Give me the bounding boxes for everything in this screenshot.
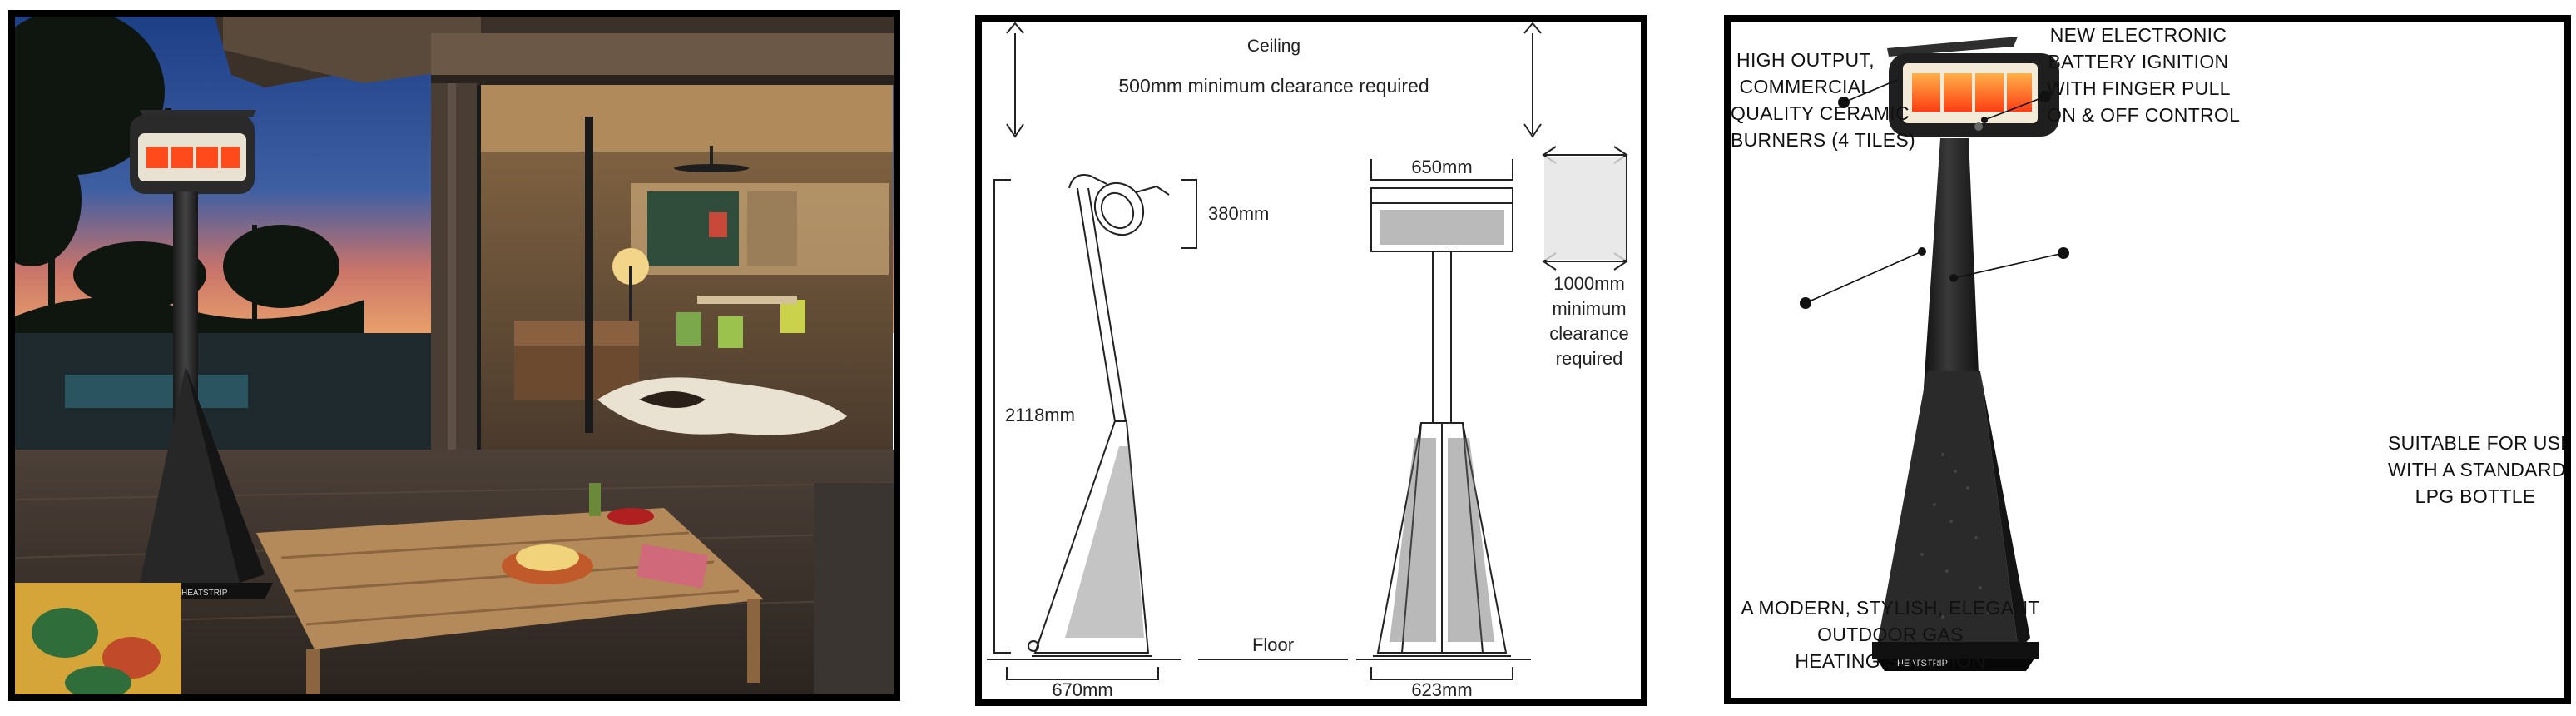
heater-front-view xyxy=(1370,187,1513,657)
heater-glow-tiles xyxy=(146,147,240,168)
callout-leaders xyxy=(1805,79,2064,304)
callout-design: A MODERN, STYLISH, ELEGANT OUTDOOR GAS H… xyxy=(1741,597,2040,672)
callout-ignition: NEW ELECTRONIC BATTERY IGNITION WITH FIN… xyxy=(2047,24,2241,126)
floor-label: Floor xyxy=(1252,634,1294,655)
callout-lpg: SUITABLE FOR USE WITH A STANDARD LPG BOT… xyxy=(2388,432,2571,507)
product-features-panel: HEATSTRIP HIGH OUTPUT, COMMERCIAL QUALIT… xyxy=(1724,15,2571,704)
base-depth-label: 670mm xyxy=(1052,679,1112,699)
side-clearance-value: 1000mm xyxy=(1553,273,1625,294)
dimension-diagram: Ceiling 500mm minimum clearance required… xyxy=(987,22,1629,699)
product-illustration: HEATSTRIP xyxy=(1800,37,2069,671)
product-glow-tiles xyxy=(1912,73,2032,112)
side-perforation xyxy=(1065,446,1144,638)
ceiling-clearance-label: 500mm minimum clearance required xyxy=(1118,75,1429,97)
patio-photo-panel: HEATSTRIP xyxy=(8,10,900,701)
front-grille xyxy=(1380,210,1504,642)
lounge-chair xyxy=(814,483,894,694)
total-height-label: 2118mm xyxy=(1005,405,1075,425)
outdoor-table xyxy=(256,483,764,694)
base-width-label: 623mm xyxy=(1411,679,1472,699)
dimension-diagram-panel: Ceiling 500mm minimum clearance required… xyxy=(975,15,1647,706)
heater-side-view xyxy=(1028,174,1170,657)
cowhide-rug xyxy=(597,377,847,435)
side-clearance-line3: required xyxy=(1556,348,1623,369)
perforation-pattern xyxy=(1912,453,1990,619)
heater-brand-text: HEATSTRIP xyxy=(181,589,228,598)
callout-dots xyxy=(1800,91,2069,309)
side-clearance-line2: clearance xyxy=(1549,323,1628,344)
floral-cushion xyxy=(15,583,181,694)
front-width-label: 650mm xyxy=(1411,157,1472,177)
callout-burners: HIGH OUTPUT, COMMERCIAL QUALITY CERAMIC … xyxy=(1731,49,1915,151)
dining-chairs xyxy=(676,296,805,348)
patio-heater: HEATSTRIP xyxy=(130,108,273,599)
ceiling-fan xyxy=(674,146,749,172)
ceiling-label: Ceiling xyxy=(1247,37,1300,56)
patio-photo-illustration: HEATSTRIP xyxy=(15,17,894,694)
head-height-label: 380mm xyxy=(1208,203,1269,224)
side-clearance-line1: minimum xyxy=(1552,298,1626,319)
product-brand-text: HEATSTRIP xyxy=(1897,659,1948,669)
